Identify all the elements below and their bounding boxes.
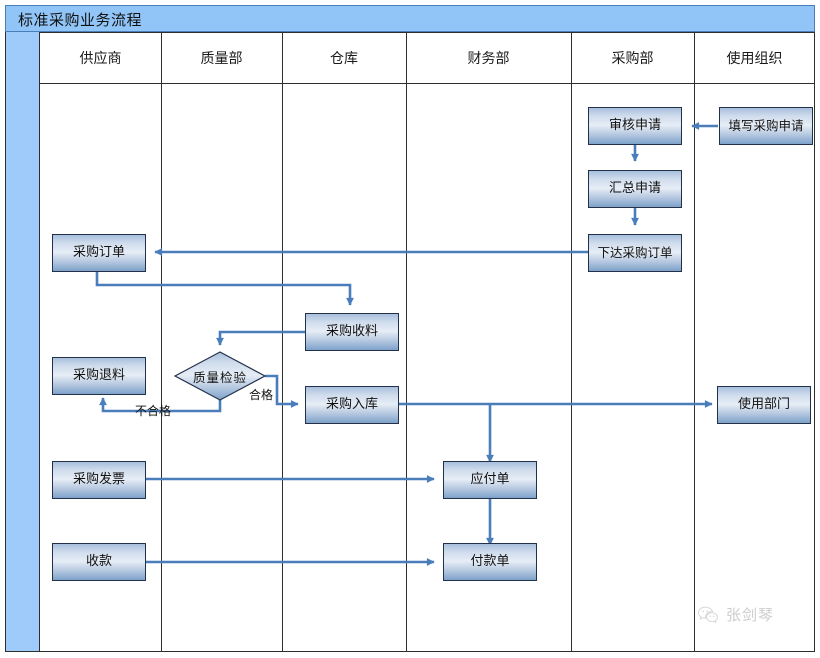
node-caigou-shouliao[interactable]: 采购收料 [305,313,399,351]
node-shiyong-bumen[interactable]: 使用部门 [717,386,811,424]
node-huizong-shenqing[interactable]: 汇总申请 [588,170,682,208]
node-shoukuan[interactable]: 收款 [52,543,146,581]
node-shenhe-shenqing[interactable]: 审核申请 [588,107,682,145]
lane-header-user-org: 使用组织 [726,51,783,67]
lane-header-purchasing: 采购部 [611,51,654,67]
node-xiada-caigou-dingdan[interactable]: 下达采购订单 [588,234,682,272]
diagram-title-bar: 标准采购业务流程 [5,5,815,32]
page-title: 标准采购业务流程 [18,11,143,29]
node-fukuan-dan[interactable]: 付款单 [443,543,537,581]
wechat-icon [698,606,718,623]
lane-header-finance: 财务部 [467,51,510,67]
node-caigou-dingdan[interactable]: 采购订单 [52,234,146,272]
lane-divider-4 [571,32,572,652]
lane-header-warehouse: 仓库 [330,51,358,67]
node-caigou-fapiao[interactable]: 采购发票 [52,461,146,499]
watermark: 张剑琴 [697,604,774,625]
node-yingfu-dan[interactable]: 应付单 [443,461,537,499]
node-caigou-ruku[interactable]: 采购入库 [305,386,399,424]
swimlane-table [40,32,815,652]
lane-divider-3 [406,32,407,652]
watermark-text: 张剑琴 [726,606,775,624]
lane-header-quality: 质量部 [200,51,243,67]
header-separator [40,83,815,84]
left-accent-bar [5,32,40,652]
lane-divider-2 [282,32,283,652]
node-caigou-tuiliao[interactable]: 采购退料 [52,357,146,395]
lane-divider-5 [694,32,695,652]
lane-header-supplier: 供应商 [79,51,122,67]
node-zhiliang-jianyan[interactable]: 质量检验 [174,351,266,401]
lane-divider-1 [161,32,162,652]
edge-label-pass: 合格 [249,388,274,402]
edge-label-fail: 不合格 [135,404,172,418]
node-tianxie-caigou-shenqing[interactable]: 填写采购申请 [719,107,813,145]
